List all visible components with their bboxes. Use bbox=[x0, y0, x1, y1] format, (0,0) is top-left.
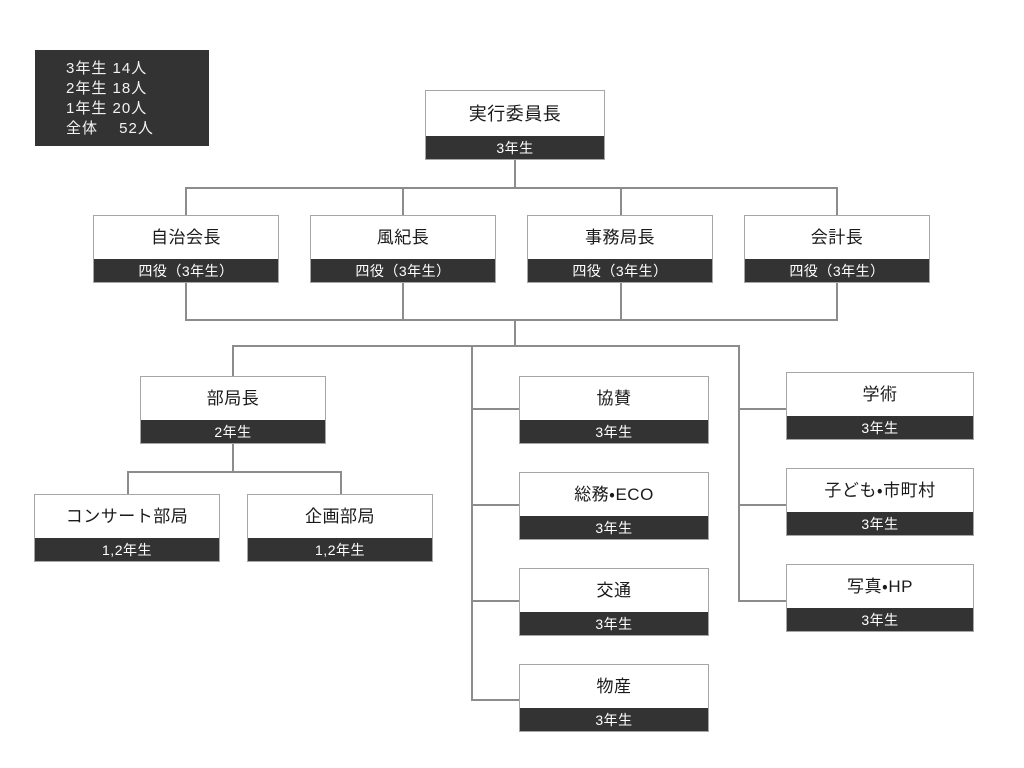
node-jimukyokucho-title: 事務局長 bbox=[585, 228, 655, 247]
node-chair-title: 実行委員長 bbox=[468, 103, 562, 124]
connector-drop-fukicho bbox=[402, 187, 404, 215]
connector-up-kaikeicho bbox=[836, 283, 838, 320]
connector-stub-shashinhp bbox=[738, 600, 786, 602]
node-kotsu-grade: 3年生 bbox=[520, 612, 708, 635]
connector-level2-bus bbox=[232, 345, 740, 347]
connector-drop-kaikeicho bbox=[836, 187, 838, 215]
connector-stub-somueco bbox=[471, 504, 519, 506]
connector-level1-bus bbox=[185, 187, 837, 189]
node-jichikaicho[interactable]: 自治会長 四役（3年生） bbox=[93, 215, 279, 283]
node-kyosan-grade: 3年生 bbox=[520, 420, 708, 443]
connector-drop-concert bbox=[127, 471, 129, 494]
participant-count-legend: 3年生 14人 2年生 18人 1年生 20人 全体 52人 bbox=[35, 50, 209, 146]
node-kaikeicho-grade: 四役（3年生） bbox=[745, 259, 929, 282]
legend-row-grade1: 1年生 20人 bbox=[66, 100, 148, 117]
node-bussan[interactable]: 物産 3年生 bbox=[519, 664, 709, 732]
node-chair[interactable]: 実行委員長 3年生 bbox=[425, 90, 605, 160]
node-kikaku[interactable]: 企画部局 1,2年生 bbox=[247, 494, 433, 562]
connector-up-jichikaicho bbox=[185, 283, 187, 320]
node-kotsu-title: 交通 bbox=[596, 581, 632, 600]
connector-up-fukicho bbox=[402, 283, 404, 320]
connector-drop-kikaku bbox=[340, 471, 342, 494]
connector-stub-kodomo bbox=[738, 504, 786, 506]
node-gakujutsu-title: 学術 bbox=[862, 385, 898, 404]
connector-drop-jichikaicho bbox=[185, 187, 187, 215]
node-bukyokucho-grade: 2年生 bbox=[141, 420, 325, 443]
node-jichikaicho-grade: 四役（3年生） bbox=[94, 259, 278, 282]
node-kodomo-title: 子ども・市町村 bbox=[824, 481, 936, 500]
node-kikaku-grade: 1,2年生 bbox=[248, 538, 432, 561]
node-concert-grade: 1,2年生 bbox=[35, 538, 219, 561]
node-somueco-grade: 3年生 bbox=[520, 516, 708, 539]
connector-stub-kotsu bbox=[471, 600, 519, 602]
node-jimukyokucho-grade: 四役（3年生） bbox=[528, 259, 712, 282]
connector-trunk-middle bbox=[471, 345, 473, 701]
node-concert[interactable]: コンサート部局 1,2年生 bbox=[34, 494, 220, 562]
node-kyosan[interactable]: 協賛 3年生 bbox=[519, 376, 709, 444]
node-bussan-title: 物産 bbox=[596, 677, 632, 696]
node-kyosan-title: 協賛 bbox=[596, 389, 632, 408]
node-jichikaicho-title: 自治会長 bbox=[151, 228, 221, 247]
node-somueco[interactable]: 総務・ECO 3年生 bbox=[519, 472, 709, 540]
connector-bukyokucho-down bbox=[232, 444, 234, 472]
node-kotsu[interactable]: 交通 3年生 bbox=[519, 568, 709, 636]
connector-merge-down bbox=[514, 319, 516, 346]
connector-stub-gakujutsu bbox=[738, 408, 786, 410]
node-gakujutsu[interactable]: 学術 3年生 bbox=[786, 372, 974, 440]
node-kodomo-grade: 3年生 bbox=[787, 512, 973, 535]
connector-up-jimukyokucho bbox=[620, 283, 622, 320]
node-fukicho-title: 風紀長 bbox=[376, 228, 430, 247]
legend-row-grade2: 2年生 18人 bbox=[66, 80, 148, 97]
node-shashinhp[interactable]: 写真・HP 3年生 bbox=[786, 564, 974, 632]
node-kaikeicho-title: 会計長 bbox=[810, 228, 864, 247]
node-bussan-grade: 3年生 bbox=[520, 708, 708, 731]
node-concert-title: コンサート部局 bbox=[65, 507, 189, 526]
node-kodomo[interactable]: 子ども・市町村 3年生 bbox=[786, 468, 974, 536]
legend-row-grade3: 3年生 14人 bbox=[66, 60, 148, 77]
connector-stub-bussan bbox=[471, 699, 519, 701]
connector-level1-merge-bus bbox=[185, 319, 838, 321]
node-shashinhp-title: 写真・HP bbox=[847, 577, 913, 596]
node-fukicho[interactable]: 風紀長 四役（3年生） bbox=[310, 215, 496, 283]
node-fukicho-grade: 四役（3年生） bbox=[311, 259, 495, 282]
node-kikaku-title: 企画部局 bbox=[305, 507, 375, 526]
node-bukyokucho-title: 部局長 bbox=[206, 389, 260, 408]
legend-row-total: 全体 52人 bbox=[66, 120, 154, 137]
node-gakujutsu-grade: 3年生 bbox=[787, 416, 973, 439]
node-jimukyokucho[interactable]: 事務局長 四役（3年生） bbox=[527, 215, 713, 283]
node-shashinhp-grade: 3年生 bbox=[787, 608, 973, 631]
node-chair-grade: 3年生 bbox=[426, 136, 604, 159]
node-kaikeicho[interactable]: 会計長 四役（3年生） bbox=[744, 215, 930, 283]
node-bukyokucho[interactable]: 部局長 2年生 bbox=[140, 376, 326, 444]
connector-drop-bukyokucho bbox=[232, 345, 234, 376]
connector-stub-kyosan bbox=[471, 408, 519, 410]
connector-chair-down bbox=[514, 160, 516, 188]
connector-trunk-right bbox=[738, 345, 740, 601]
node-somueco-title: 総務・ECO bbox=[574, 485, 654, 504]
connector-drop-jimukyokucho bbox=[620, 187, 622, 215]
connector-bukyokucho-bus bbox=[127, 471, 340, 473]
